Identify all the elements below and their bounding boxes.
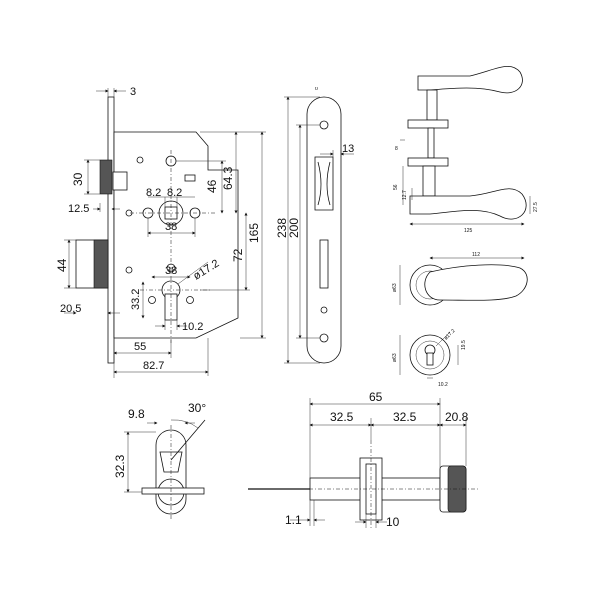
dim-cylinder-half-b: 32.5 xyxy=(393,410,417,424)
dim-body-height: 165 xyxy=(247,223,261,243)
dim-follower-depth: 38 xyxy=(165,221,177,233)
dim-faceplate-total-length: 238 xyxy=(275,218,289,238)
svg-text:ʊ: ʊ xyxy=(315,86,318,92)
dim-escutcheon-slot-width: 10.2 xyxy=(438,382,448,388)
dim-deadbolt-offset: 20.5 xyxy=(60,303,81,315)
cylinder-end-view: 9.8 30° 32.3 xyxy=(113,401,206,520)
dim-spindle-a: 8.2 xyxy=(146,187,161,199)
neck-top xyxy=(426,89,438,121)
dim-escutcheon-diameter: ø63 xyxy=(392,353,398,362)
cylinder-side-view: 65 32.5 32.5 20.8 1.1 10 xyxy=(248,390,480,530)
dim-follower-offset: 46 xyxy=(205,179,219,193)
dim-cylinder-offset: 1.1 xyxy=(285,513,302,527)
mortise-lock-body-view: 3 30 12.5 44 20.5 8.2 8.2 46 64.3 xyxy=(55,86,266,378)
dim-backset: 55 xyxy=(134,341,146,353)
latch-tail xyxy=(112,171,128,191)
deadbolt-opening xyxy=(319,239,329,289)
lever-bottom xyxy=(409,188,527,220)
faceplate-front-view: 13 238 200 ʊ xyxy=(275,86,354,364)
dim-lever-projection: 112 xyxy=(472,252,480,258)
faceplate-screw-bottom xyxy=(319,333,329,343)
faceplate-outline xyxy=(306,96,342,364)
lock-faceplate-edge xyxy=(107,96,115,364)
dim-cam-height: 32.3 xyxy=(113,454,127,478)
dim-cylinder-cam-width: 10 xyxy=(386,515,400,529)
dim-handle-c: 12.7 xyxy=(402,190,408,200)
dim-handle-rose-diameter: ø63 xyxy=(392,283,398,292)
dim-cylinder-height: 33.2 xyxy=(130,289,142,310)
dim-cylinder-half-a: 32.5 xyxy=(330,410,354,424)
dim-cylinder-slot: 10.2 xyxy=(182,321,203,333)
dim-escutcheon-hole-height: 19.5 xyxy=(461,340,467,350)
dim-spindle-b: 8.2 xyxy=(167,187,182,199)
handle-side-view: 8 56 12.7 27.5 125 xyxy=(393,66,539,234)
dim-cam-width: 9.8 xyxy=(128,407,145,421)
rose-bottom xyxy=(407,157,449,167)
dim-handle-b: 56 xyxy=(393,184,399,190)
dim-faceplate-thickness: 3 xyxy=(130,86,136,98)
faceplate-screw-top xyxy=(319,120,329,130)
dim-cylinder-total-length: 65 xyxy=(369,390,383,404)
latch-bolt xyxy=(99,159,113,195)
dim-latch-offset: 12.5 xyxy=(68,203,89,215)
faceplate-hole-small xyxy=(320,306,328,314)
latch-opening xyxy=(314,156,334,211)
cylinder-screw-right xyxy=(186,296,194,304)
deadbolt-bolt xyxy=(93,239,109,289)
dim-top-to-follower: 64.3 xyxy=(221,166,235,190)
dim-body-depth: 82.7 xyxy=(143,360,164,372)
dim-latch-height: 30 xyxy=(71,172,85,186)
dim-center-distance: 72 xyxy=(231,248,245,262)
dim-screw-pitch: 200 xyxy=(287,218,301,238)
neck-bottom xyxy=(422,165,436,197)
dim-handle-a: 8 xyxy=(395,146,398,152)
dim-handle-d: 27.5 xyxy=(533,202,539,212)
rose-top xyxy=(407,119,449,129)
dim-faceplate-width: 13 xyxy=(342,143,354,155)
dim-deadbolt-height: 44 xyxy=(55,258,69,272)
screw-hole-lower xyxy=(125,266,133,274)
dim-cylinder-width: 38 xyxy=(165,265,177,277)
screw-hole-upper xyxy=(136,156,144,164)
lock-case-outline xyxy=(113,131,239,339)
cam-bar xyxy=(141,487,205,495)
cylinder-screw-left xyxy=(148,296,156,304)
handle-front-view: 112 ø63 xyxy=(392,252,528,306)
dim-escutcheon-hole-diameter: ø17.2 xyxy=(443,328,456,341)
handle-lever-front xyxy=(424,264,528,301)
lever-top xyxy=(417,66,523,94)
dim-cylinder-knob-length: 20.8 xyxy=(445,410,469,424)
indicator-slot xyxy=(184,174,196,182)
spindle xyxy=(427,127,435,159)
dim-lever-length: 125 xyxy=(464,228,473,234)
escutcheon-view: ø63 ø17.2 19.5 10.2 xyxy=(392,328,467,388)
dim-cam-angle: 30° xyxy=(188,401,206,415)
escutcheon-key-slot xyxy=(426,352,434,366)
